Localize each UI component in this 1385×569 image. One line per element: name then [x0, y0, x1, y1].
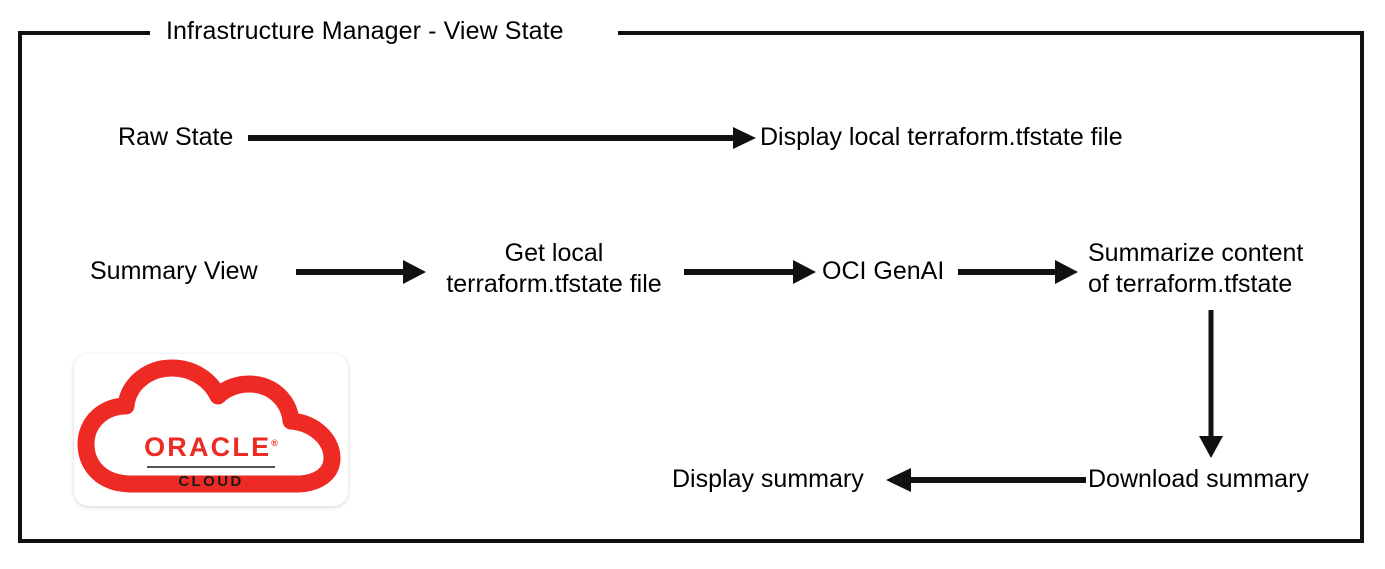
frame-border-left — [18, 31, 22, 543]
logo-divider — [147, 466, 275, 468]
node-summary-view: Summary View — [90, 257, 258, 285]
registered-trademark-icon: ® — [271, 438, 278, 448]
node-summarize-content: Summarize content of terraform.tfstate — [1088, 239, 1304, 298]
cloud-outline-icon — [77, 359, 341, 493]
node-get-local-tfstate-file: Get local terraform.tfstate file — [446, 239, 662, 298]
edge-raw-state-to-display-raw — [248, 124, 758, 152]
oracle-product-label: CLOUD — [178, 473, 244, 490]
frame-border-top-left-segment — [18, 31, 150, 35]
oracle-cloud-wordmark: ORACLE® CLOUD — [74, 432, 348, 490]
edge-summarize-to-download — [1196, 310, 1226, 460]
node-oci-genai: OCI GenAI — [822, 257, 945, 285]
node-display-summary: Display summary — [672, 465, 864, 493]
edge-oci-genai-to-summarize — [958, 258, 1080, 286]
edge-download-to-display-summary — [886, 466, 1086, 494]
frame-border-right — [1360, 31, 1364, 543]
node-download-summary: Download summary — [1088, 465, 1309, 493]
diagram-title: Infrastructure Manager - View State — [160, 14, 570, 48]
frame-border-top-right-segment — [618, 31, 1364, 35]
edge-get-local-to-oci-genai — [684, 258, 818, 286]
oracle-brand-text: ORACLE® — [144, 432, 278, 463]
oracle-brand-label: ORACLE — [144, 432, 272, 462]
node-raw-state: Raw State — [118, 123, 234, 151]
node-display-local-tfstate: Display local terraform.tfstate file — [760, 123, 1123, 151]
edge-summary-view-to-get-local — [296, 258, 428, 286]
frame-border-bottom — [18, 539, 1364, 543]
oracle-cloud-logo-card: ORACLE® CLOUD — [74, 354, 348, 506]
